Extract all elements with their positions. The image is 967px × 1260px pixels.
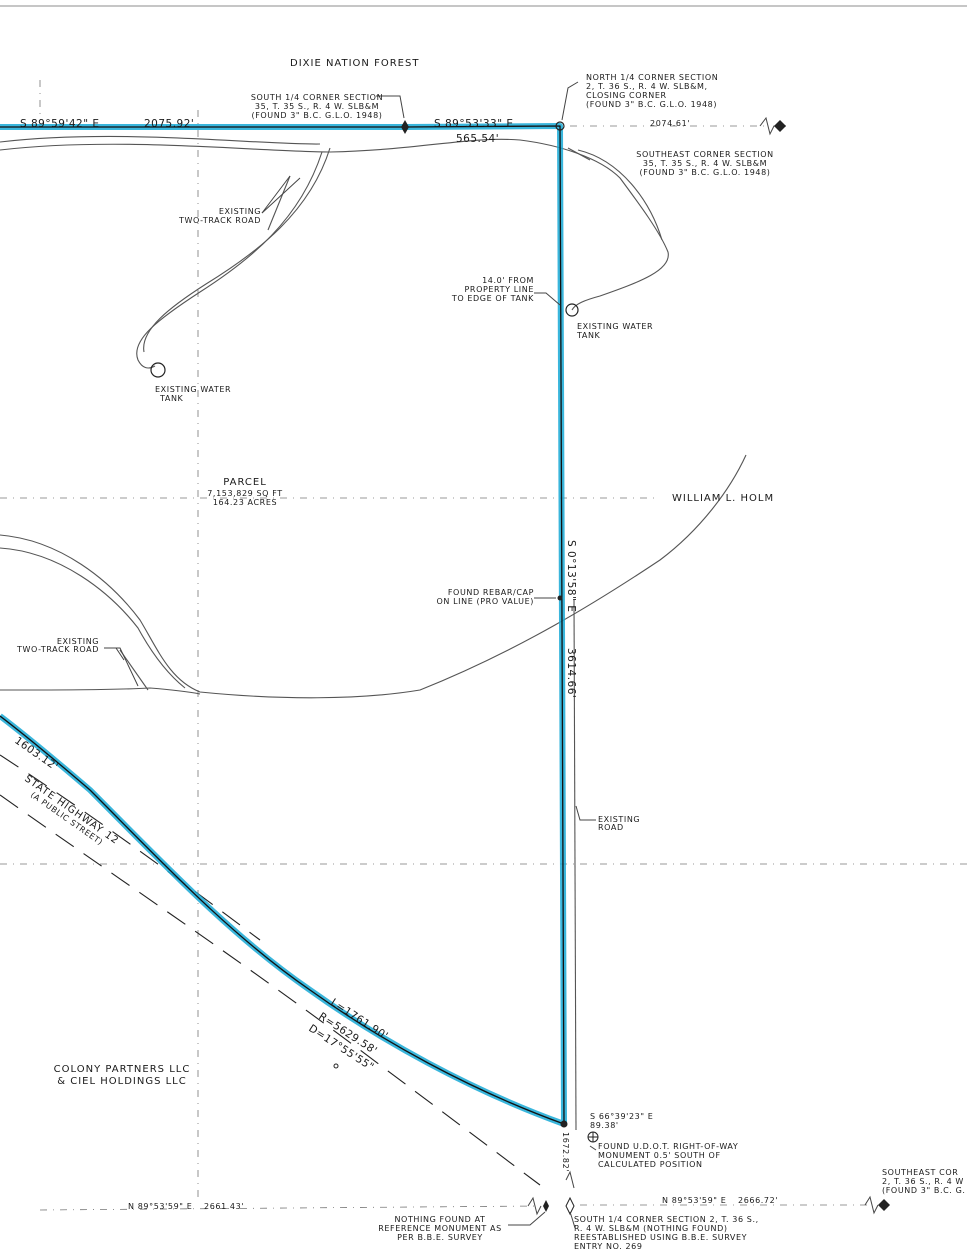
svg-text:ON LINE (PRO VALUE): ON LINE (PRO VALUE) [437, 597, 535, 606]
svg-text:2666.72': 2666.72' [738, 1196, 778, 1205]
forest-label: DIXIE NATION FOREST [290, 58, 419, 69]
svg-text:SOUTH 1/4 CORNER SECTION 2, T.: SOUTH 1/4 CORNER SECTION 2, T. 36 S., [574, 1215, 759, 1224]
svg-text:35, T. 35 S., R. 4 W. SLB&M: 35, T. 35 S., R. 4 W. SLB&M [643, 159, 767, 168]
svg-text:ROAD: ROAD [598, 823, 624, 832]
south-offset-distance: 1672.82' [561, 1132, 570, 1172]
svg-text:NORTH 1/4 CORNER SECTION: NORTH 1/4 CORNER SECTION [586, 73, 718, 82]
svg-text:COLONY PARTNERS LLC: COLONY PARTNERS LLC [54, 1064, 191, 1075]
south-quarter-corner-2-label: SOUTH 1/4 CORNER SECTION 2, T. 36 S., R.… [574, 1215, 759, 1251]
found-rebar-label: FOUND REBAR/CAP ON LINE (PRO VALUE) [437, 588, 535, 606]
section-lines [0, 80, 967, 1211]
existing-roads [0, 135, 747, 1131]
svg-text:MONUMENT 0.5' SOUTH OF: MONUMENT 0.5' SOUTH OF [598, 1151, 721, 1160]
svg-text:FOUND U.D.O.T. RIGHT-OF-WAY: FOUND U.D.O.T. RIGHT-OF-WAY [598, 1142, 738, 1151]
svg-text:EXISTING: EXISTING [598, 815, 640, 824]
svg-text:TWO-TRACK ROAD: TWO-TRACK ROAD [16, 645, 99, 654]
svg-text:EXISTING WATER: EXISTING WATER [577, 322, 653, 331]
svg-text:PROPERTY LINE: PROPERTY LINE [464, 285, 534, 294]
existing-road-label: EXISTING ROAD [598, 815, 640, 832]
svg-text:& CIEL HOLDINGS LLC: & CIEL HOLDINGS LLC [57, 1076, 186, 1087]
two-track-lower-label: EXISTING TWO-TRACK ROAD [16, 637, 99, 654]
svg-text:(FOUND 3" B.C. G.L.O. 1948): (FOUND 3" B.C. G.L.O. 1948) [251, 111, 382, 120]
svg-text:2, T. 36 S., R. 4 W: 2, T. 36 S., R. 4 W [882, 1177, 964, 1186]
southeast-corner-35-label: SOUTHEAST CORNER SECTION 35, T. 35 S., R… [636, 150, 773, 177]
svg-text:FOUND REBAR/CAP: FOUND REBAR/CAP [448, 588, 534, 597]
svg-text:R. 4 W. SLB&M (NOTHING FOUND): R. 4 W. SLB&M (NOTHING FOUND) [574, 1224, 728, 1233]
monument-symbols [150, 120, 599, 1216]
svg-text:SOUTH 1/4 CORNER SECTION: SOUTH 1/4 CORNER SECTION [251, 93, 383, 102]
svg-text:14.0' FROM: 14.0' FROM [482, 276, 534, 285]
svg-text:REESTABLISHED USING B.B.E. SUR: REESTABLISHED USING B.B.E. SURVEY [574, 1233, 747, 1242]
southeast-corner-2-label: SOUTHEAST COR 2, T. 36 S., R. 4 W (FOUND… [882, 1168, 966, 1195]
svg-text:164.23 ACRES: 164.23 ACRES [213, 498, 277, 507]
svg-text:N 89°53'59" E: N 89°53'59" E [662, 1196, 726, 1205]
svg-text:CLOSING CORNER: CLOSING CORNER [586, 91, 667, 100]
svg-text:(FOUND 3" B.C. G.: (FOUND 3" B.C. G. [882, 1186, 966, 1195]
svg-text:EXISTING: EXISTING [57, 637, 99, 646]
north-quarter-corner-2-label: NORTH 1/4 CORNER SECTION 2, T. 36 S., R.… [586, 73, 718, 109]
svg-text:565.54': 565.54' [456, 133, 499, 145]
svg-text:2074.61': 2074.61' [650, 119, 690, 128]
svg-text:EXISTING WATER: EXISTING WATER [155, 385, 231, 394]
water-tank-left-label: EXISTING WATER TANK [155, 385, 231, 403]
udot-monument-label: FOUND U.D.O.T. RIGHT-OF-WAY MONUMENT 0.5… [598, 1142, 738, 1169]
svg-text:2075.92': 2075.92' [144, 118, 194, 130]
svg-text:89.38': 89.38' [590, 1121, 619, 1130]
svg-text:S 89°53'33" E: S 89°53'33" E [434, 118, 514, 130]
south-quarter-corner-35-label: SOUTH 1/4 CORNER SECTION 35, T. 35 S., R… [251, 93, 383, 120]
highway-line-distance: 1603.12' [12, 735, 60, 774]
svg-text:TANK: TANK [576, 331, 601, 340]
svg-text:35, T. 35 S., R. 4 W. SLB&M: 35, T. 35 S., R. 4 W. SLB&M [255, 102, 379, 111]
adjoiner-holm-label: WILLIAM L. HOLM [672, 493, 774, 504]
svg-text:PER B.B.E. SURVEY: PER B.B.E. SURVEY [397, 1233, 483, 1242]
two-track-upper-label: EXISTING TWO-TRACK ROAD [178, 207, 261, 225]
svg-text:S 0°13'58" E: S 0°13'58" E [565, 540, 577, 612]
svg-text:(FOUND 3" B.C. G.L.O. 1948): (FOUND 3" B.C. G.L.O. 1948) [639, 168, 770, 177]
svg-text:CALCULATED POSITION: CALCULATED POSITION [598, 1160, 703, 1169]
highway-lines [0, 754, 541, 1186]
svg-text:2661.43': 2661.43' [204, 1202, 244, 1211]
svg-text:TANK: TANK [159, 394, 184, 403]
svg-text:REFERENCE MONUMENT AS: REFERENCE MONUMENT AS [378, 1224, 502, 1233]
svg-text:ENTRY NO. 269: ENTRY NO. 269 [574, 1242, 643, 1251]
svg-text:TO EDGE OF TANK: TO EDGE OF TANK [451, 294, 534, 303]
tank-offset-label: 14.0' FROM PROPERTY LINE TO EDGE OF TANK [451, 276, 534, 303]
north-boundary-bearings: S 89°59'42" E 2075.92' S 89°53'33" E 565… [20, 118, 690, 145]
parcel-label: PARCEL 7,153,829 SQ FT 164.23 ACRES [207, 477, 283, 507]
colony-adjoiner-label: COLONY PARTNERS LLC & CIEL HOLDINGS LLC [54, 1064, 191, 1087]
svg-text:SOUTHEAST CORNER SECTION: SOUTHEAST CORNER SECTION [636, 150, 773, 159]
curve-data-label: L=1761.90' R=5629.58' D=17°55'55" [306, 996, 390, 1073]
nothing-found-label: NOTHING FOUND AT REFERENCE MONUMENT AS P… [378, 1215, 502, 1242]
east-boundary-bearing: S 0°13'58" E 3614.66' [565, 540, 577, 698]
svg-text:PARCEL: PARCEL [223, 477, 267, 488]
svg-text:S 66°39'23" E: S 66°39'23" E [590, 1112, 653, 1121]
parcel-boundary [0, 123, 567, 1127]
line-break-symbols [527, 116, 890, 1216]
svg-text:(FOUND 3" B.C. G.L.O. 1948): (FOUND 3" B.C. G.L.O. 1948) [586, 100, 717, 109]
svg-text:SOUTHEAST COR: SOUTHEAST COR [882, 1168, 958, 1177]
svg-text:3614.66': 3614.66' [565, 648, 577, 698]
svg-text:NOTHING FOUND AT: NOTHING FOUND AT [394, 1215, 485, 1224]
svg-text:N 89°53'59" E: N 89°53'59" E [128, 1202, 192, 1211]
water-tank-right-label: EXISTING WATER TANK [576, 322, 653, 340]
tie-bearing-label: S 66°39'23" E 89.38' [590, 1112, 653, 1130]
svg-text:2, T. 36 S., R. 4 W. SLB&M,: 2, T. 36 S., R. 4 W. SLB&M, [586, 82, 708, 91]
svg-text:EXISTING: EXISTING [219, 207, 261, 216]
svg-text:7,153,829 SQ FT: 7,153,829 SQ FT [207, 489, 283, 498]
svg-text:TWO-TRACK ROAD: TWO-TRACK ROAD [178, 216, 261, 225]
south-line-bearings: N 89°53'59" E 2661.43' N 89°53'59" E 266… [128, 1196, 778, 1211]
svg-text:S 89°59'42" E: S 89°59'42" E [20, 118, 100, 130]
label-leaders [104, 81, 597, 1229]
